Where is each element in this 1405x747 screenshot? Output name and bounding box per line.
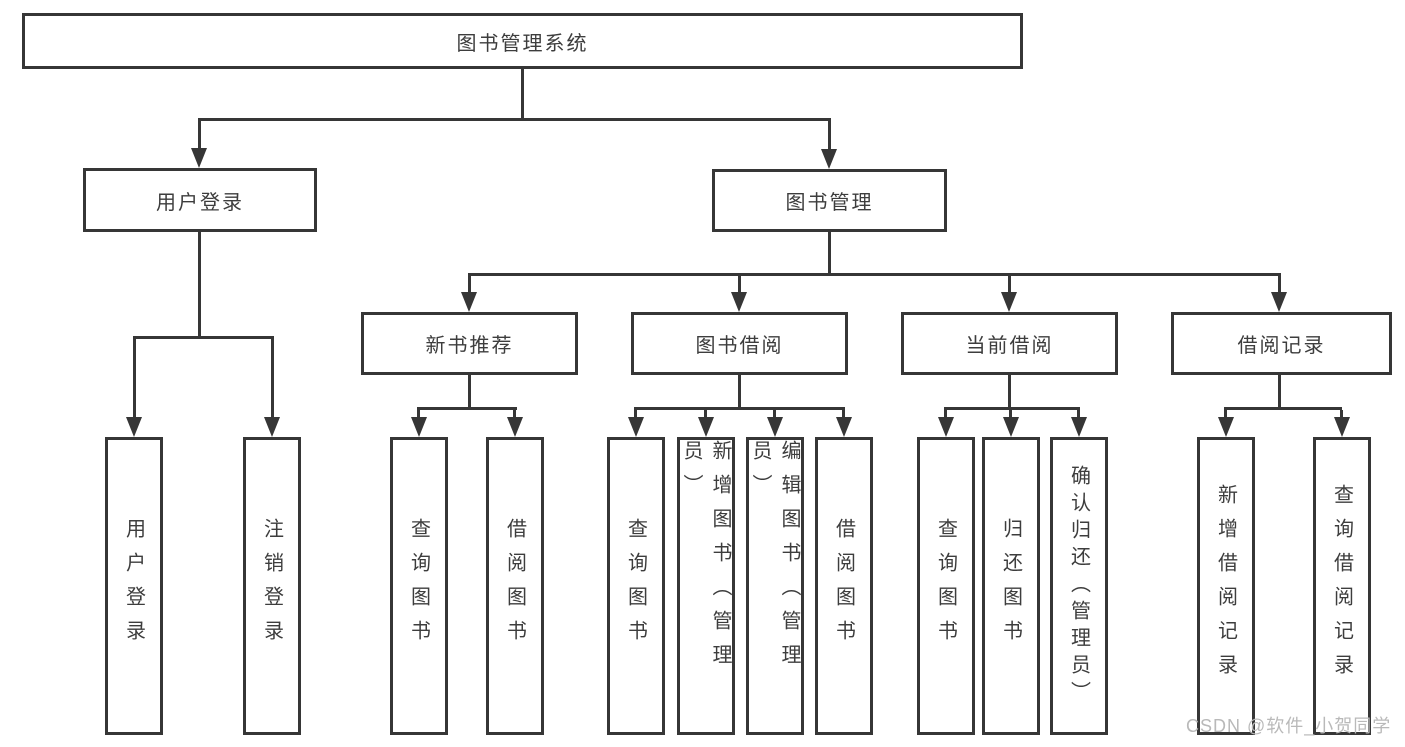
connector-drop-current-borrowing (1008, 276, 1011, 294)
connector-level2-rail (198, 118, 831, 121)
arrow-down-icon (1334, 417, 1350, 437)
arrow-down-icon (821, 149, 837, 169)
node-current-borrowing: 当前借阅 (901, 312, 1118, 375)
connector-book-management-stem (828, 232, 831, 276)
node-root-library-management-system: 图书管理系统 (22, 13, 1023, 69)
connector-current-borrowing-stem (1008, 375, 1011, 410)
connector-drop-user-login (198, 121, 201, 151)
node-leaf-logout: 注销登录 (243, 437, 301, 735)
connector-drop (1224, 410, 1227, 419)
connector-drop (842, 410, 845, 419)
connector-drop (1340, 410, 1343, 419)
connector-new-book-recommend-rail (417, 407, 517, 410)
node-leaf-add-borrow-record: 新增借阅记录 (1197, 437, 1255, 735)
node-user-login: 用户登录 (83, 168, 317, 232)
arrow-down-icon (698, 417, 714, 437)
node-borrowing-records: 借阅记录 (1171, 312, 1392, 375)
node-leaf-add-books-admin: 新增图书（管理员） (677, 437, 735, 735)
connector-user-login-stem (198, 232, 201, 336)
connector-user-login-rail (133, 336, 274, 339)
node-leaf-confirm-return-admin: 确认归还（管理员） (1050, 437, 1108, 735)
arrow-down-icon (1271, 292, 1287, 312)
arrow-down-icon (461, 292, 477, 312)
connector-drop-book-borrowing (738, 276, 741, 294)
node-leaf-query-books-recommend: 查询图书 (390, 437, 448, 735)
arrow-down-icon (191, 148, 207, 168)
connector-level3-rail (468, 273, 1281, 276)
node-new-book-recommend: 新书推荐 (361, 312, 578, 375)
arrow-down-icon (767, 417, 783, 437)
node-leaf-query-books-current: 查询图书 (917, 437, 975, 735)
arrow-down-icon (264, 417, 280, 437)
arrow-down-icon (628, 417, 644, 437)
arrow-down-icon (411, 417, 427, 437)
connector-root-stem (521, 69, 524, 118)
connector-drop (417, 410, 420, 419)
node-leaf-user-login: 用户登录 (105, 437, 163, 735)
connector-drop (1077, 410, 1080, 419)
arrow-down-icon (1001, 292, 1017, 312)
node-leaf-return-books: 归还图书 (982, 437, 1040, 735)
connector-drop-leaf-user-login (133, 336, 136, 419)
connector-book-borrowing-rail (634, 407, 845, 410)
connector-borrowing-records-rail (1224, 407, 1342, 410)
connector-borrowing-records-stem (1278, 375, 1281, 410)
arrow-down-icon (938, 417, 954, 437)
connector-drop (944, 410, 947, 419)
node-leaf-query-books-borrowing: 查询图书 (607, 437, 665, 735)
node-leaf-borrow-books-recommend: 借阅图书 (486, 437, 544, 735)
arrow-down-icon (507, 417, 523, 437)
connector-drop (513, 410, 516, 419)
arrow-down-icon (731, 292, 747, 312)
arrow-down-icon (836, 417, 852, 437)
connector-book-borrowing-stem (738, 375, 741, 410)
node-book-borrowing: 图书借阅 (631, 312, 848, 375)
node-leaf-borrow-books-borrowing: 借阅图书 (815, 437, 873, 735)
arrow-down-icon (1071, 417, 1087, 437)
node-book-management: 图书管理 (712, 169, 947, 232)
connector-drop-new-book-recommend (468, 276, 471, 294)
arrow-down-icon (1218, 417, 1234, 437)
connector-drop (704, 410, 707, 419)
csdn-watermark: CSDN @软件_小贺同学 (1186, 716, 1392, 736)
connector-current-borrowing-rail (944, 407, 1080, 410)
connector-drop-leaf-logout (271, 336, 274, 419)
connector-drop-borrowing-records (1278, 276, 1281, 294)
arrow-down-icon (126, 417, 142, 437)
connector-drop-book-management (828, 121, 831, 151)
node-leaf-query-borrow-record: 查询借阅记录 (1313, 437, 1371, 735)
connector-drop (634, 410, 637, 419)
connector-drop (773, 410, 776, 419)
connector-new-book-recommend-stem (468, 375, 471, 410)
arrow-down-icon (1003, 417, 1019, 437)
node-leaf-edit-books-admin: 编辑图书（管理员） (746, 437, 804, 735)
connector-drop (1009, 410, 1012, 419)
